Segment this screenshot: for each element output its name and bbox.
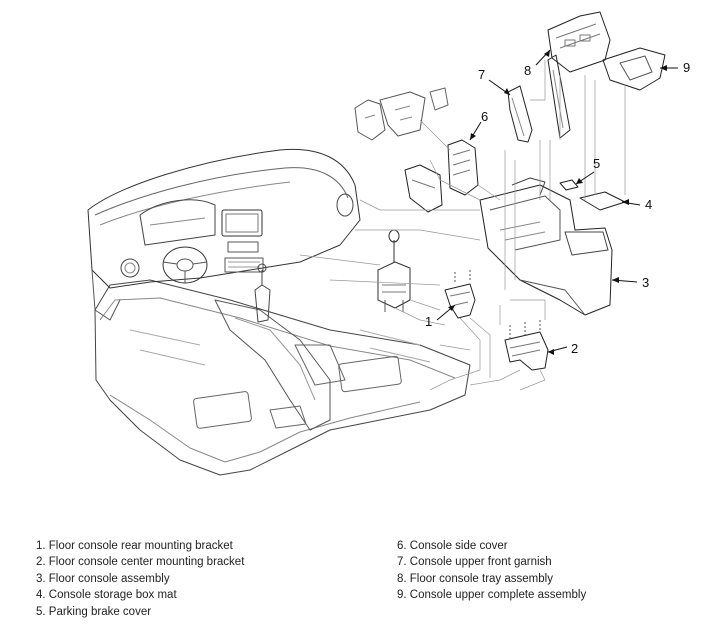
callout-1: 1 — [425, 314, 432, 329]
callout-6: 6 — [481, 109, 488, 124]
exploded-view-diagram: 1 2 3 4 5 6 7 8 9 — [87, 11, 690, 476]
gear-shifter-assembly — [377, 229, 411, 312]
parts-legend: 1. Floor console rear mounting bracket 2… — [0, 538, 703, 638]
legend-item: 2. Floor console center mounting bracket — [36, 556, 245, 569]
part-7-upper-front-garnish — [507, 85, 533, 143]
legend-item: 4. Console storage box mat — [36, 589, 177, 602]
legend-column-right: 6. Console side cover 7. Console upper f… — [397, 538, 586, 604]
callout-8: 8 — [524, 63, 531, 78]
upper-bracket-cluster — [354, 87, 449, 141]
part-4-storage-box-mat — [579, 191, 626, 211]
legend-item: 5. Parking brake cover — [36, 605, 152, 618]
callout-5: 5 — [593, 156, 600, 171]
callout-7: 7 — [478, 67, 485, 82]
legend-item: 6. Console side cover — [397, 540, 508, 552]
callout-2: 2 — [571, 341, 578, 356]
part-3-floor-console-assembly — [479, 177, 613, 316]
part-2-center-mounting-bracket — [504, 320, 549, 371]
legend-item: 1. Floor console rear mounting bracket — [36, 540, 233, 552]
assembly-guide-lines — [299, 60, 626, 391]
part-6-console-side-cover — [404, 139, 479, 213]
callout-3: 3 — [642, 275, 649, 290]
callout-9: 9 — [683, 60, 690, 75]
part-1-rear-mounting-bracket — [444, 270, 476, 319]
part-9-upper-complete-assembly — [602, 47, 666, 91]
legend-item: 7. Console upper front garnish — [397, 556, 552, 569]
legend-item: 9. Console upper complete assembly — [397, 589, 587, 602]
vehicle-interior-body — [87, 148, 471, 476]
part-5-parking-brake-cover — [559, 179, 579, 191]
part-8-floor-console-tray — [547, 11, 611, 139]
legend-column-left: 1. Floor console rear mounting bracket 2… — [36, 538, 244, 620]
legend-item: 8. Floor console tray assembly — [397, 572, 553, 585]
legend-item: 3. Floor console assembly — [36, 572, 170, 585]
callout-4: 4 — [645, 197, 652, 212]
